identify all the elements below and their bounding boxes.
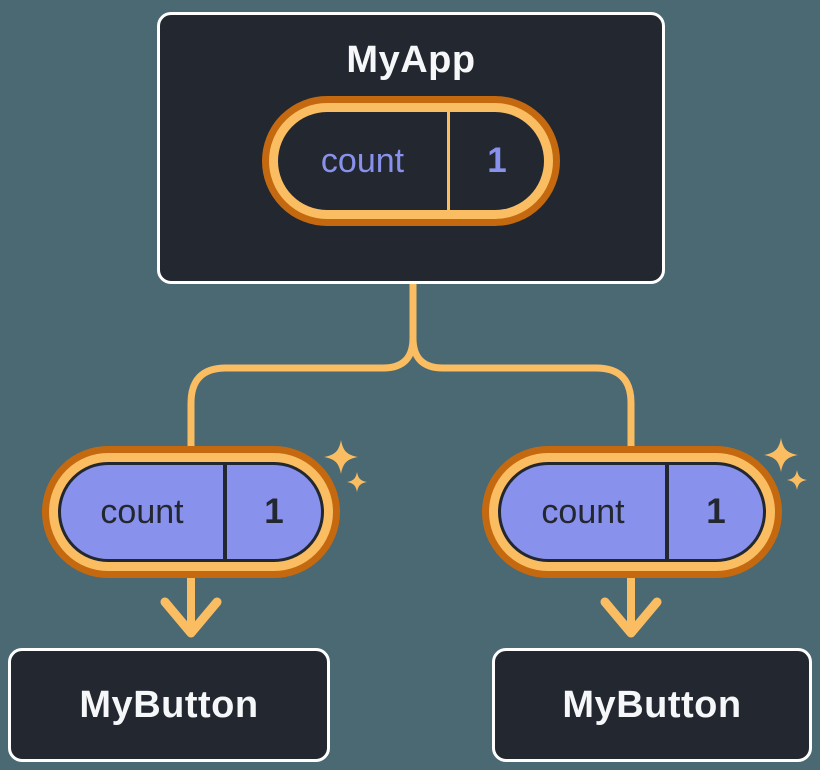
sparkle-icon <box>764 438 798 472</box>
sparkle-icon <box>347 472 367 492</box>
prop-pill-left-name: count <box>100 492 184 531</box>
arrow-left-head-icon <box>160 597 222 638</box>
child-component-box-left: MyButton <box>8 648 330 762</box>
sparkle-icon <box>324 440 358 474</box>
branch-right-connector <box>409 280 635 476</box>
prop-pill-right-body: count 1 <box>498 462 766 562</box>
child-component-label-right: MyButton <box>562 683 742 726</box>
state-pill-name: count <box>320 141 405 180</box>
arrow-right-head-icon <box>600 597 662 638</box>
prop-pill-right-value: 1 <box>665 465 763 559</box>
state-pill: count 1 <box>262 96 560 226</box>
state-pill-value: 1 <box>447 112 544 210</box>
sparkle-icon <box>787 470 807 490</box>
state-pill-body: count 1 <box>278 112 544 210</box>
prop-pill-left: count 1 <box>42 446 340 578</box>
child-component-label-left: MyButton <box>79 683 259 726</box>
prop-pill-right: count 1 <box>482 446 782 578</box>
parent-component-box: MyApp count 1 <box>157 12 665 284</box>
prop-pill-right-name: count <box>541 492 625 531</box>
prop-pill-left-value: 1 <box>223 465 321 559</box>
parent-component-label: MyApp <box>346 39 476 81</box>
child-component-box-right: MyButton <box>492 648 812 762</box>
branch-left-connector <box>187 280 417 476</box>
prop-pill-left-body: count 1 <box>58 462 324 562</box>
